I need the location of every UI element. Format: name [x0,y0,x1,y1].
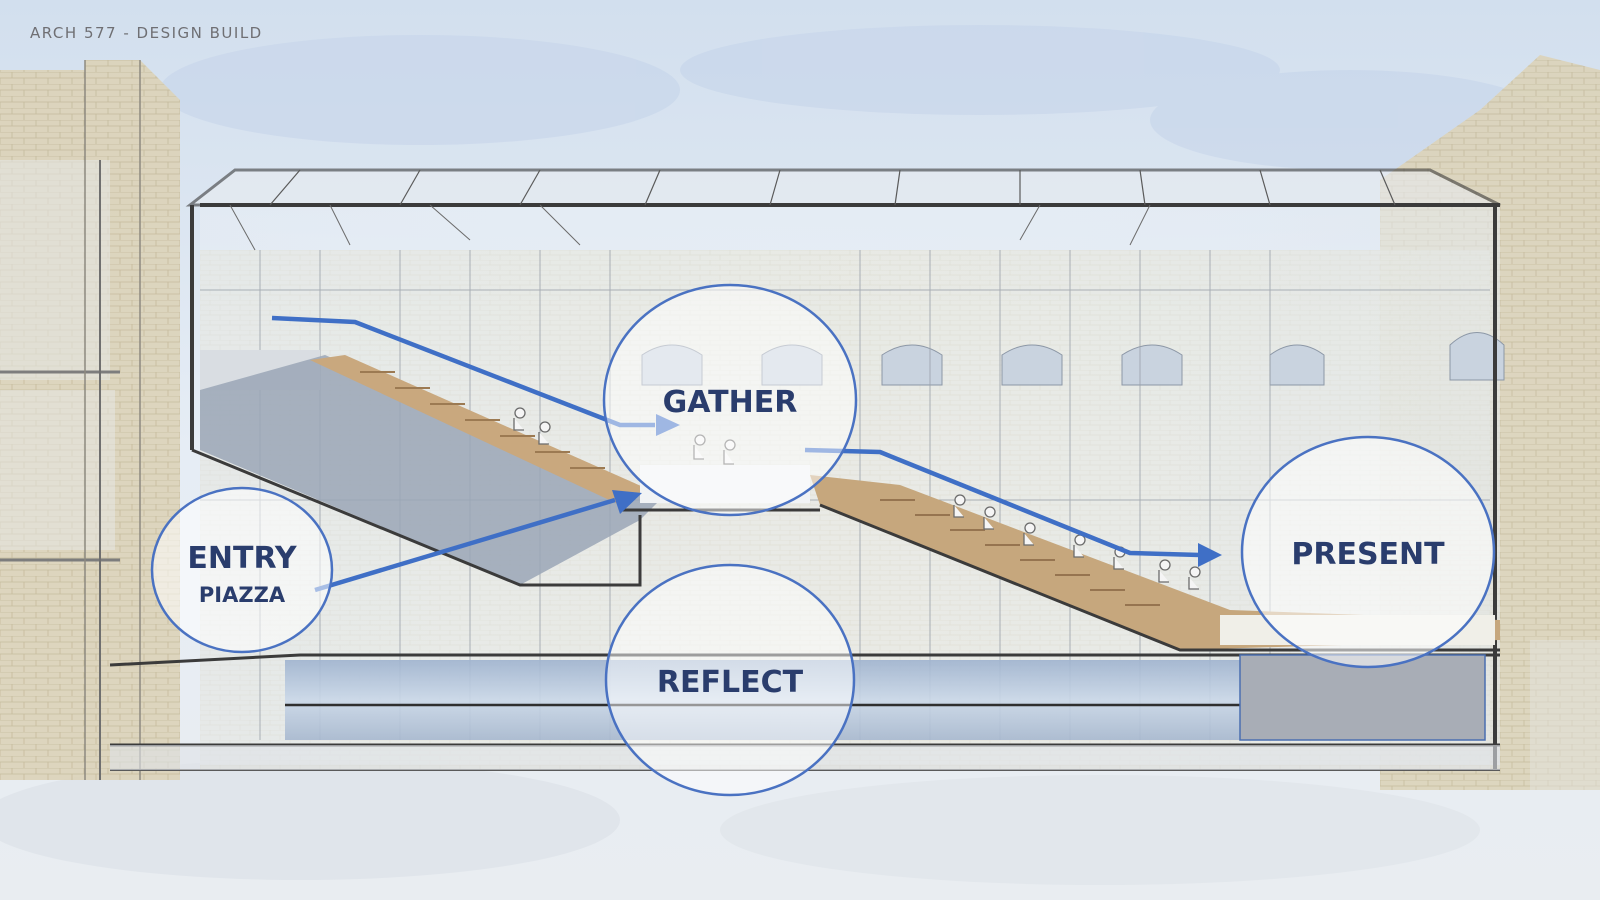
zone-present: PRESENT [1240,435,1496,669]
flow-arrow-icon [612,490,642,514]
zone-present-title: PRESENT [1291,537,1445,572]
zone-entry: ENTRY PIAZZA [150,486,334,654]
zone-reflect-title: REFLECT [657,665,804,700]
course-label: ARCH 577 - DESIGN BUILD [30,24,263,42]
cloud-wash [0,25,1550,885]
zone-entry-subtitle: PIAZZA [199,583,286,607]
left-brick-building [0,60,180,780]
zone-entry-title: ENTRY [187,541,298,576]
zone-gather: GATHER [602,283,858,517]
zone-gather-title: GATHER [663,385,798,420]
flow-arrow-icon [1198,543,1222,567]
zone-reflect: REFLECT [604,563,856,797]
flow-arrow-icon [314,497,616,593]
